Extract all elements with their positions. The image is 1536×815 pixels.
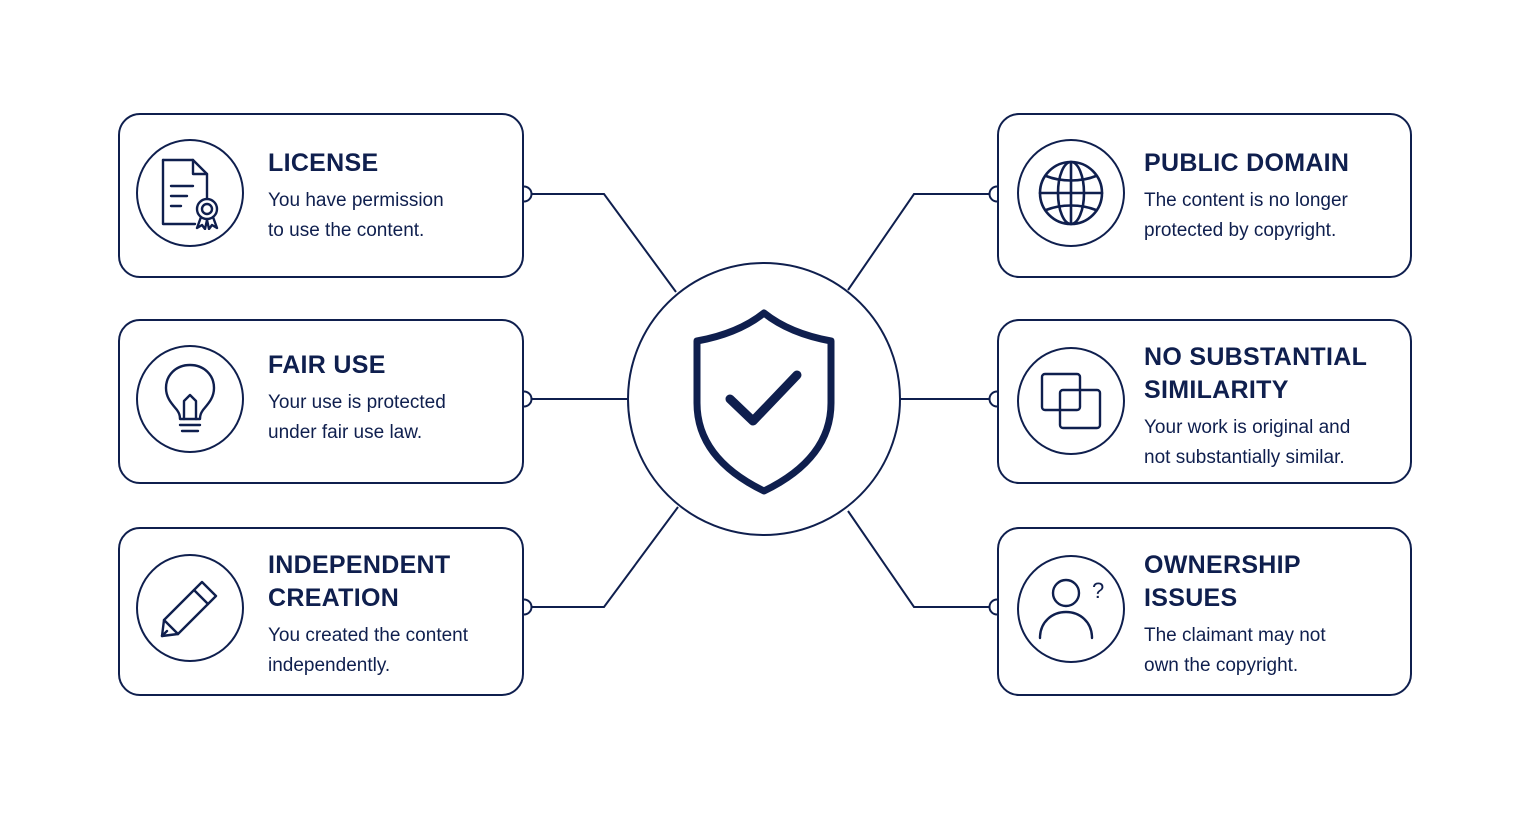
- card-independent-creation: INDEPENDENT CREATION You created the con…: [118, 527, 524, 696]
- shield-check-icon: [693, 309, 835, 495]
- card-license: LICENSE You have permission to use the c…: [118, 113, 524, 278]
- card-fair-use: FAIR USE Your use is protected under fai…: [118, 319, 524, 484]
- overlapping-squares-icon: [1040, 372, 1102, 430]
- card-title: PUBLIC DOMAIN: [1144, 149, 1350, 177]
- connector-ownership-issues: [847, 510, 997, 608]
- card-description: The claimant may not own the copyright.: [1144, 625, 1326, 676]
- card-title: FAIR USE: [268, 351, 386, 379]
- icon-circle: [1017, 139, 1125, 247]
- card-title: LICENSE: [268, 149, 379, 177]
- globe-icon: [1038, 160, 1104, 226]
- hub-circle: [627, 262, 901, 536]
- card-description: You have permission to use the content.: [268, 190, 444, 241]
- icon-circle: [136, 554, 244, 662]
- pencil-icon: [160, 580, 218, 638]
- icon-circle: [1017, 347, 1125, 455]
- card-no-substantial-similarity: NO SUBSTANTIAL SIMILARITY Your work is o…: [997, 319, 1412, 484]
- certificate-document-icon: [161, 158, 219, 230]
- connector-public-domain: [847, 193, 997, 291]
- svg-text:?: ?: [1092, 578, 1104, 603]
- icon-circle: [136, 139, 244, 247]
- connector-independent-creation: [524, 506, 679, 608]
- card-title: OWNERSHIP ISSUES: [1144, 551, 1301, 612]
- connector-license: [524, 193, 677, 293]
- icon-circle: ?: [1017, 555, 1125, 663]
- card-description: Your work is original and not substantia…: [1144, 417, 1351, 468]
- icon-circle: [136, 345, 244, 453]
- lightbulb-icon: [164, 363, 216, 433]
- card-public-domain: PUBLIC DOMAIN The content is no longer p…: [997, 113, 1412, 278]
- card-description: The content is no longer protected by co…: [1144, 190, 1348, 241]
- card-title: NO SUBSTANTIAL SIMILARITY: [1144, 343, 1368, 404]
- card-description: Your use is protected under fair use law…: [268, 392, 446, 443]
- user-question-icon: ?: [1038, 578, 1104, 640]
- card-description: You created the content independently.: [268, 625, 469, 676]
- card-title: INDEPENDENT CREATION: [268, 551, 451, 612]
- card-ownership-issues: ? OWNERSHIP ISSUES The claimant may not …: [997, 527, 1412, 696]
